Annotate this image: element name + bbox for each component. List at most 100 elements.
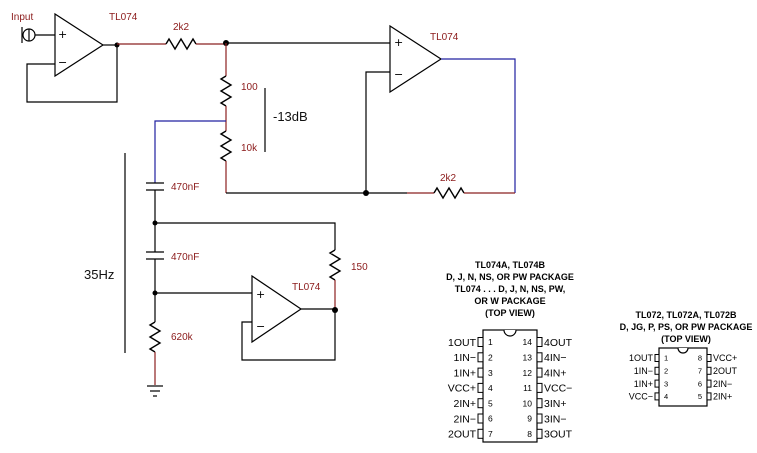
- pin-box: [654, 354, 660, 362]
- pin-box: [536, 352, 543, 363]
- r-150-label: 150: [351, 262, 368, 273]
- pin-number: 9: [527, 414, 532, 424]
- pin-name: 1OUT: [629, 353, 654, 363]
- tl072-package: TL072, TL072A, TL072B D, JG, P, PS, OR P…: [620, 310, 753, 407]
- pin-box: [654, 379, 660, 388]
- r-620k-label: 620k: [171, 332, 194, 343]
- pin-number: 10: [523, 398, 533, 408]
- resistor-2k2-feedback: [407, 186, 515, 200]
- pin-name: 1IN+: [454, 367, 476, 379]
- pin-number: 6: [488, 414, 493, 424]
- opamp-gyrator-plus: +: [256, 288, 265, 301]
- frequency-label: 35Hz: [84, 267, 114, 282]
- opamp2-inverting-wire: [365, 71, 390, 193]
- pin-name: 4OUT: [544, 337, 573, 349]
- ground-symbol: [147, 385, 163, 397]
- pin-number: 12: [523, 368, 533, 378]
- pin-number: 4: [488, 383, 493, 393]
- opamp3-feedback-wire: [241, 310, 336, 361]
- pin-name: 3OUT: [544, 429, 573, 441]
- pin-box: [477, 337, 484, 347]
- pin-name: 2OUT: [713, 366, 738, 376]
- opamp-output-label: TL074: [430, 32, 459, 43]
- pin-box: [706, 354, 712, 362]
- junction-dot: [363, 190, 369, 196]
- pin-number: 5: [698, 392, 702, 401]
- pkg8-header-1: TL072, TL072A, TL072B: [635, 310, 737, 320]
- capacitor-470nf-1: [146, 182, 164, 191]
- junction-dot: [114, 42, 120, 48]
- pkg14-header-4: OR W PACKAGE: [474, 296, 545, 306]
- pin-name: 2OUT: [448, 429, 477, 441]
- pin-box: [536, 398, 543, 409]
- pin-box: [536, 337, 543, 347]
- pin-name: VCC−: [544, 383, 572, 395]
- pin-box: [477, 398, 484, 409]
- pin-box: [477, 352, 484, 363]
- pin-box: [536, 413, 543, 424]
- pin-box: [706, 392, 712, 401]
- pin-number: 7: [488, 429, 493, 439]
- buffer-feedback-wire: [26, 45, 118, 103]
- r-100-label: 100: [241, 82, 258, 93]
- pkg14-header-3: TL074 . . . D, J, N, NS, PW,: [455, 284, 566, 294]
- output-wire: [441, 58, 516, 193]
- capacitor-470nf-2: [146, 251, 164, 260]
- pin-name: 2IN−: [713, 379, 732, 389]
- opamp-output: + −: [389, 24, 443, 94]
- pkg14-header-1: TL074A, TL074B: [475, 260, 546, 270]
- pin-name: 1IN−: [454, 352, 476, 364]
- pin-number: 2: [664, 367, 668, 376]
- opamp-output-plus: +: [394, 36, 403, 49]
- pin-name: 1IN−: [634, 366, 653, 376]
- opamp-output-minus: −: [394, 68, 403, 81]
- opamp-buffer: + −: [54, 12, 105, 78]
- pkg14-notch: [503, 329, 517, 337]
- pin-name: VCC+: [713, 353, 737, 363]
- opamp-buffer-label: TL074: [109, 12, 138, 23]
- pkg8-notch: [677, 347, 689, 354]
- pin-number: 11: [523, 383, 532, 393]
- r-10k-label: 10k: [241, 143, 258, 154]
- pin-number: 2: [488, 352, 493, 362]
- pin-number: 5: [488, 398, 493, 408]
- input-label: Input: [11, 12, 33, 23]
- pkg14-body: [482, 329, 538, 443]
- pin-number: 4: [664, 392, 668, 401]
- pin-name: 2IN+: [454, 398, 476, 410]
- pin-name: VCC−: [629, 392, 653, 402]
- opamp-buffer-plus: +: [58, 28, 67, 41]
- pin-name: 4IN+: [544, 367, 566, 379]
- pin-number: 7: [698, 367, 702, 376]
- pkg14-header-5: (TOP VIEW): [485, 308, 535, 318]
- tap-wire: [154, 120, 226, 183]
- pin-number: 14: [523, 337, 533, 347]
- opamp-gyrator-minus: −: [256, 320, 265, 333]
- pin-box: [706, 366, 712, 375]
- pin-number: 13: [523, 352, 533, 362]
- pin-number: 6: [698, 379, 702, 388]
- pin-number: 8: [698, 354, 702, 363]
- pin-box: [706, 379, 712, 388]
- pin-box: [536, 367, 543, 378]
- pin-box: [477, 367, 484, 378]
- pin-box: [536, 428, 543, 439]
- input-jack: [21, 27, 55, 43]
- pin-box: [654, 366, 660, 375]
- r-input-label: 2k2: [173, 22, 190, 33]
- pin-name: VCC+: [448, 383, 476, 395]
- pin-number: 1: [488, 337, 493, 347]
- opamp-gyrator-label: TL074: [292, 282, 321, 293]
- resistor-150: [328, 249, 342, 310]
- pin-box: [654, 392, 660, 401]
- opamp-gyrator: + −: [251, 274, 303, 344]
- pin-name: 3IN−: [544, 413, 566, 425]
- pin-name: 1IN+: [634, 379, 653, 389]
- pin-box: [477, 382, 484, 393]
- r-feedback-label: 2k2: [440, 173, 457, 184]
- resistor-100: [219, 75, 233, 107]
- pkg8-header-2: D, JG, P, PS, OR PW PACKAGE: [620, 322, 753, 332]
- pin-name: 3IN+: [544, 398, 566, 410]
